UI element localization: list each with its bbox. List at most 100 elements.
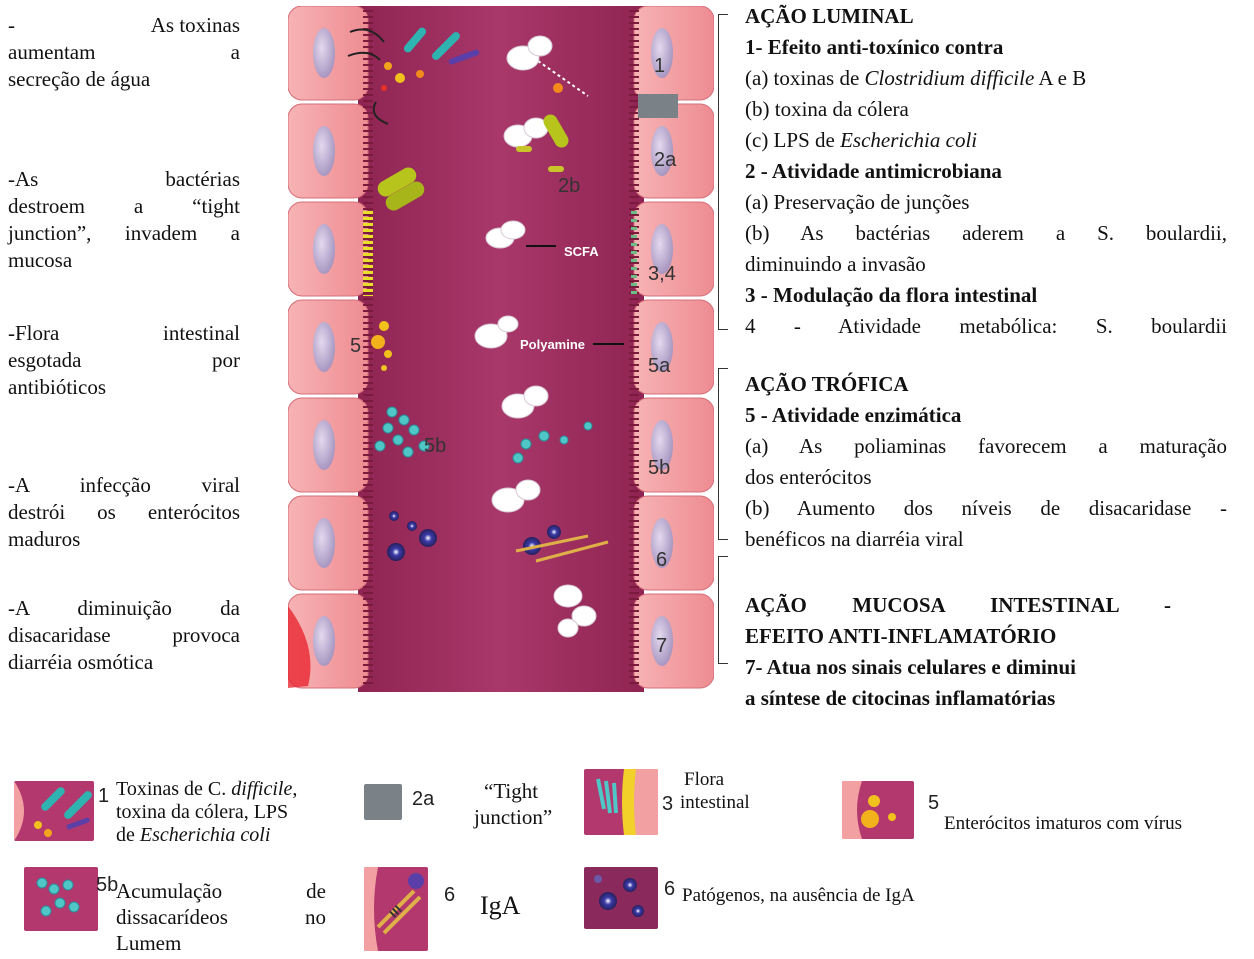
note-line: destrói os enterócitos [8,499,240,526]
note-line: - [8,13,15,37]
text-italic: Escherichia coli [140,824,271,846]
text: “Tight [474,778,552,804]
legend-toxins-thumb [14,781,94,841]
legend-iga-text: IgA [480,894,520,917]
cell-label-3-4: 3,4 [648,263,676,285]
legend-5b-text: Acumulação de dissacarídeos no Lumem [116,878,326,956]
note-bacteria: -As bactérias destroem a “tight junction… [8,166,240,274]
text: dissacarídeos no [116,904,326,930]
trofica-title: AÇÃO TRÓFICA [745,372,909,396]
nucleus [313,224,335,274]
legend-3-text: Flora intestinal [680,768,750,814]
cell-label-2a: 2a [654,149,677,171]
note-line: junction”, invadem a [8,220,240,247]
lumen [358,6,644,692]
legend-2a-number: 2a [412,788,434,811]
luminal-s1-title: 1- Efeito anti-toxínico contra [745,35,1003,59]
nucleus [313,322,335,372]
cell-label-6: 6 [656,549,667,571]
legend-1-text: Toxinas de C. difficile, toxina da cóler… [116,778,342,847]
cell-label-5a: 5a [648,355,671,377]
note-line: maduros [8,526,240,553]
trofica-s5-title: 5 - Atividade enzimática [745,403,961,427]
note-line: -A infecção viral [8,472,240,499]
legend-pathogens-number: 6 [664,878,675,901]
luminal-s2b-2: diminuindo a invasão [745,249,1227,280]
luminal-s1c: (c) LPS de Escherichia coli [745,125,1227,156]
lumen-label-5b: 5b [424,435,446,457]
text-italic: Clostridium difficile [865,66,1035,90]
nucleus [313,126,335,176]
note-toxins: - As toxinas aumentam a secreção de água [8,12,240,93]
legend-5-text: Enterócitos imaturos com vírus [944,812,1182,835]
legend-iga-number: 6 [444,884,455,907]
legend-pathogens-text: Patógenos, na ausência de IgA [682,884,915,907]
note-line: diarréia osmótica [8,649,240,676]
lumen-label-2b: 2b [558,175,580,197]
text-italic: Escherichia coli [840,128,977,152]
text: (a) toxinas de [745,66,865,90]
mucosa-title-1: AÇÃO MUCOSA INTESTINAL - [745,593,1171,617]
nucleus [313,28,335,78]
text: Flora [680,768,750,791]
note-line: As toxinas [151,12,240,39]
note-line: esgotada por [8,347,240,374]
note-line: disacaridase provoca [8,622,240,649]
lumen-label-5: 5 [350,335,361,357]
note-line: -A diminuição da [8,595,240,622]
text: junction” [474,804,552,830]
mucosa-block: AÇÃO MUCOSA INTESTINAL - EFEITO ANTI-INF… [745,590,1171,714]
text: A e B [1034,66,1086,90]
luminal-s2a: (a) Preservação de junções [745,187,1227,218]
luminal-s3-title: 3 - Modulação da flora intestinal [745,283,1037,307]
trofica-s5a-1: (a) As poliaminas favorecem a maturação [745,431,1227,462]
scfa-label: SCFA [564,244,599,259]
tight-junction-marker [638,94,678,118]
note-line: destroem a “tight [8,193,240,220]
legend-1-number: 1 [98,785,109,808]
luminal-s4: 4 - Atividade metabólica: S. boulardii [745,311,1227,342]
cell-label-5b: 5b [648,457,670,479]
luminal-s1b: (b) toxina da cólera [745,94,1227,125]
legend-tight-junction-swatch [364,784,402,820]
mucosa-s7-1: 7- Atua nos sinais celulares e diminui [745,655,1076,679]
nucleus [313,616,335,666]
bracket-trofica [718,368,719,540]
luminal-block: AÇÃO LUMINAL 1- Efeito anti-toxínico con… [745,1,1227,342]
bracket-luminal [718,14,719,330]
note-line: mucosa [8,247,240,274]
note-line: -Flora intestinal [8,320,240,347]
text: toxina da cólera, LPS [116,801,342,824]
intestine-diagram: 1 2a 3,4 5a 5b 6 7 2b 5 5b SCFA Polyamin… [288,6,714,692]
note-disaccharidase: -A diminuição da disacaridase provoca di… [8,595,240,676]
luminal-s1a: (a) toxinas de Clostridium difficile A e… [745,63,1227,94]
trofica-s5a-2: dos enterócitos [745,462,1227,493]
note-line: -As bactérias [8,166,240,193]
note-line: antibióticos [8,374,240,401]
legend-3-number: 3 [662,793,673,816]
luminal-title: AÇÃO LUMINAL [745,4,914,28]
text: , [292,778,297,800]
legend-iga-thumb [364,867,428,951]
bracket-mucosa [718,556,719,664]
nucleus [313,518,335,568]
trofica-s5b-2: benéficos na diarréia viral [745,524,1227,555]
text: Lumem [116,930,326,956]
text: (c) LPS de [745,128,840,152]
text: de [116,824,140,846]
mucosa-title-2: EFEITO ANTI-INFLAMATÓRIO [745,624,1056,648]
trofica-block: AÇÃO TRÓFICA 5 - Atividade enzimática (a… [745,369,1227,555]
mucosa-s7-2: a síntese de citocinas inflamatórias [745,686,1055,710]
polyamine-label: Polyamine [520,337,585,352]
luminal-s2b-1: (b) As bactérias aderem a S. boulardii, [745,218,1227,249]
legend-disaccharides-thumb [24,867,98,931]
legend-flora-thumb [584,769,658,835]
cell-label-7: 7 [656,635,667,657]
legend-virus-thumb [842,781,914,839]
nucleus [313,420,335,470]
luminal-s2-title: 2 - Atividade antimicrobiana [745,159,1002,183]
legend-5b-number: 5b [96,874,118,897]
note-virus: -A infecção viral destrói os enterócitos… [8,472,240,553]
text: Acumulação de [116,878,326,904]
legend-5-number: 5 [928,792,939,815]
